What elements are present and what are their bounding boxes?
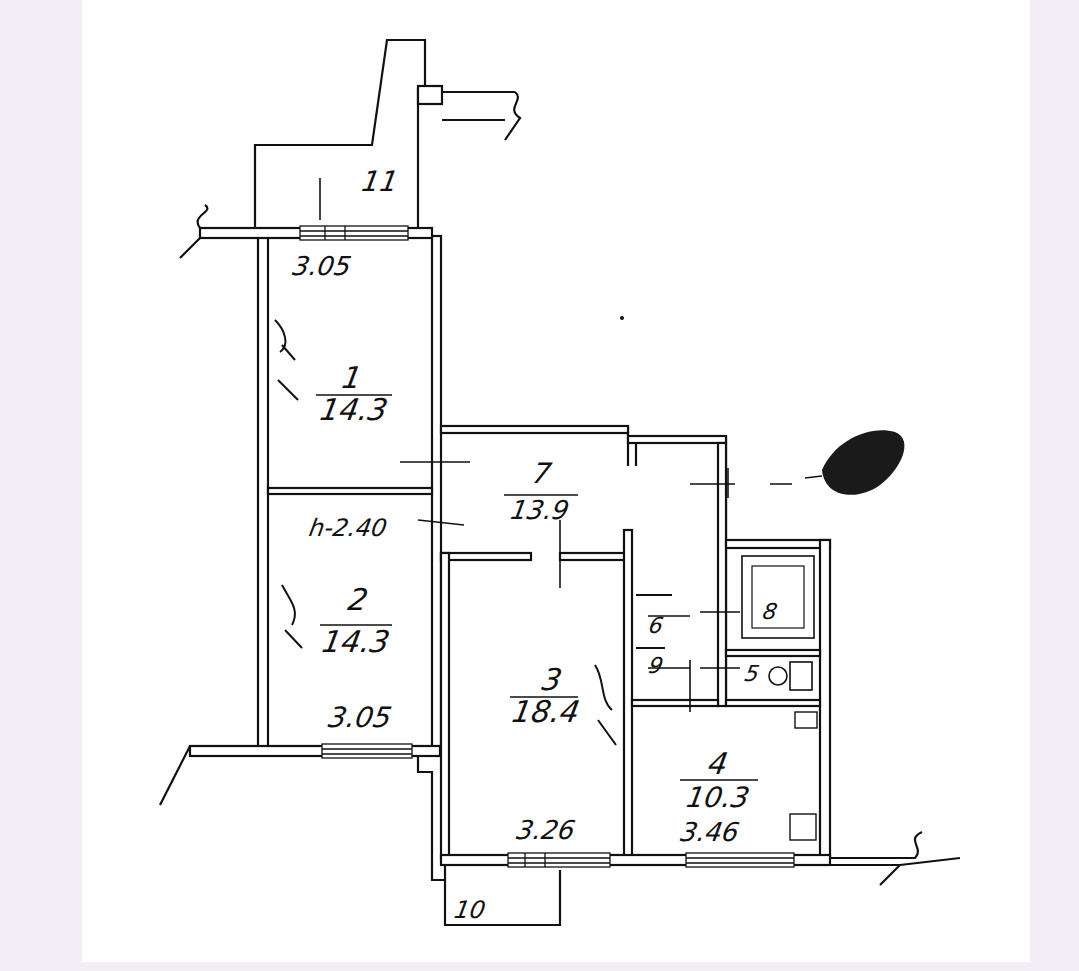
room-label: 3.26 xyxy=(513,816,580,844)
room-label: 11 xyxy=(358,167,403,197)
room-label: 9 xyxy=(645,654,667,678)
room-label: 7 xyxy=(528,459,555,489)
room-label: 18.4 xyxy=(508,696,584,728)
room-label: 1 xyxy=(338,362,367,394)
leader-mark xyxy=(805,476,822,478)
room-label: 14.3 xyxy=(316,394,392,426)
room-label: 3.46 xyxy=(677,818,744,846)
room-label: 3 xyxy=(538,664,567,696)
room-label: h-2.40 xyxy=(305,515,391,541)
room-label: 3.05 xyxy=(289,252,356,280)
room-label: 2 xyxy=(344,584,373,616)
room-label: 8 xyxy=(759,600,781,624)
room-label: 14.3 xyxy=(318,626,394,658)
room-label: 5 xyxy=(741,662,763,686)
room-label: 4 xyxy=(704,748,733,780)
room-label: 3.05 xyxy=(324,703,396,733)
room-label: 13.9 xyxy=(507,496,574,524)
room-label: 10 xyxy=(450,897,489,923)
ink-blot xyxy=(822,430,904,495)
room-label: 6 xyxy=(645,614,667,638)
room-label: 10.3 xyxy=(682,783,754,813)
